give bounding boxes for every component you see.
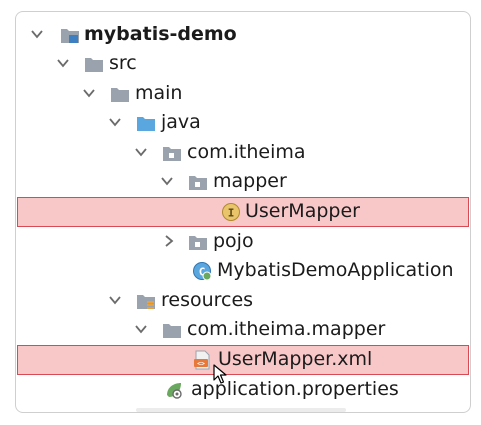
tree-item-label: pojo [213,230,254,252]
tree-item-label: main [135,82,183,104]
chevron-down-icon[interactable] [134,322,148,336]
tree-item-user-mapper[interactable]: I UserMapper [17,197,469,227]
tree-item-java[interactable]: java [16,108,470,138]
tree-item-resources[interactable]: resources [16,286,470,316]
package-icon [189,236,207,250]
package-icon [189,176,207,190]
folder-icon [111,88,129,102]
xml-file-icon: <> [194,350,210,370]
module-folder-icon [61,29,79,43]
tree-item-application-properties[interactable]: application.properties [16,375,470,405]
svg-text:C: C [199,266,206,279]
tree-item-label: src [109,52,137,74]
tree-item-label: mapper [213,170,287,192]
tree-item-label: com.itheima [187,141,306,163]
tree-item-com-itheima[interactable]: com.itheima [16,138,470,168]
source-root-folder-icon [137,117,155,131]
svg-text:<>: <> [197,360,205,368]
chevron-down-icon[interactable] [82,86,96,100]
mouse-pointer-icon [213,364,227,384]
tree-item-label: application.properties [191,378,399,400]
tree-item-label: MybatisDemoApplication [217,259,454,281]
project-tree: mybatis-demo src main [16,12,470,412]
tree-item-pojo[interactable]: pojo [16,227,470,257]
tree-item-label: com.itheima.mapper [187,318,386,340]
tree-item-mapper[interactable]: mapper [16,167,470,197]
chevron-down-icon[interactable] [30,27,44,41]
tree-item-label: resources [161,289,254,311]
tree-item-label: mybatis-demo [84,23,237,45]
svg-text:I: I [228,207,235,220]
tree-item-main[interactable]: main [16,79,470,109]
chevron-down-icon[interactable] [108,293,122,307]
chevron-down-icon[interactable] [56,56,70,70]
tree-item-label: UserMapper.xml [218,348,373,370]
spring-properties-icon [167,383,182,399]
chevron-down-icon[interactable] [160,174,174,188]
tree-item-mybatis-demo-application[interactable]: C MybatisDemoApplication [16,256,470,286]
tree-item-mybatis-demo[interactable]: mybatis-demo [16,20,470,50]
tree-item-label: java [161,111,201,133]
tree-item-resources-com-itheima-mapper[interactable]: com.itheima.mapper [16,315,470,345]
chevron-down-icon[interactable] [134,145,148,159]
folder-icon [85,58,103,72]
tree-item-label: UserMapper [245,200,360,222]
resources-root-folder-icon [137,295,155,309]
chevron-right-icon[interactable] [162,234,176,248]
folder-icon [163,324,181,338]
tree-item-src[interactable]: src [16,49,470,79]
tree-item-user-mapper-xml[interactable]: <> UserMapper.xml [17,345,469,375]
project-tree-panel: mybatis-demo src main [15,11,471,413]
spring-boot-class-icon: C [193,262,212,281]
java-interface-icon: I [222,203,240,221]
horizontal-scrollbar[interactable] [136,408,346,412]
package-icon [163,147,181,161]
chevron-down-icon[interactable] [108,115,122,129]
